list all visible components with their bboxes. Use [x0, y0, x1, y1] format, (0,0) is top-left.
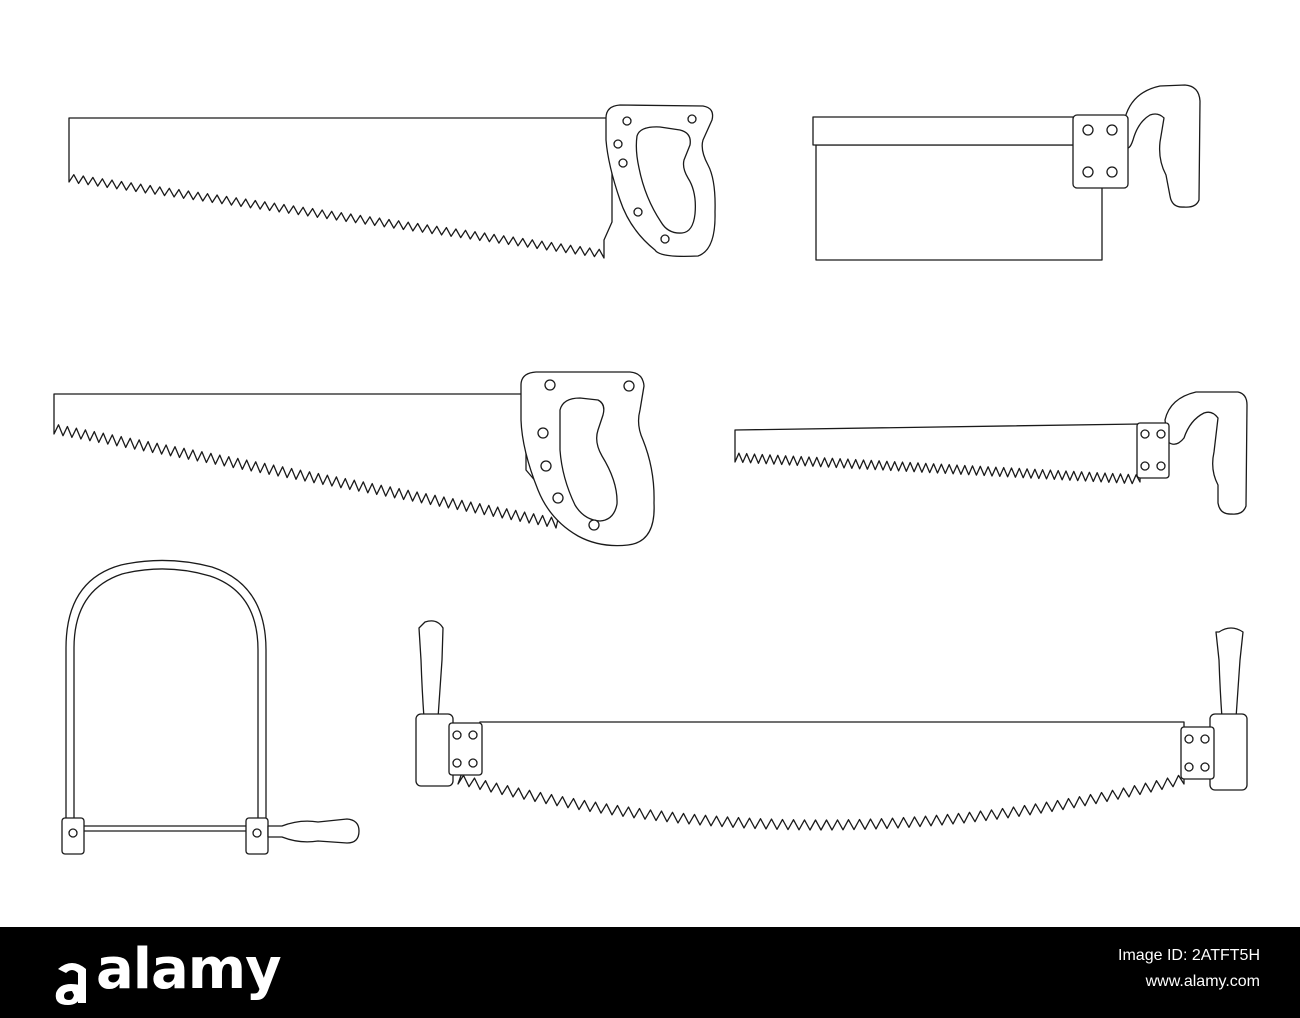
saw-illustration	[53, 84, 1248, 855]
image-id: Image ID: 2ATFT5H	[1118, 947, 1260, 964]
coping-saw-icon	[61, 559, 360, 855]
crosscut-saw-icon	[415, 620, 1248, 831]
site-url[interactable]: www.alamy.com	[1145, 973, 1260, 990]
hand-saw-icon	[53, 371, 655, 547]
alamy-logo: alamy	[50, 933, 282, 1007]
logo-text: alamy	[96, 937, 282, 1002]
back-saw-icon	[812, 84, 1201, 261]
keyhole-saw-icon	[734, 391, 1248, 515]
hand-saw-icon	[68, 104, 716, 259]
footer-bar: alamy Image ID: 2ATFT5H www.alamy.com	[0, 927, 1300, 1018]
alamy-a-logo-icon	[55, 963, 86, 1005]
